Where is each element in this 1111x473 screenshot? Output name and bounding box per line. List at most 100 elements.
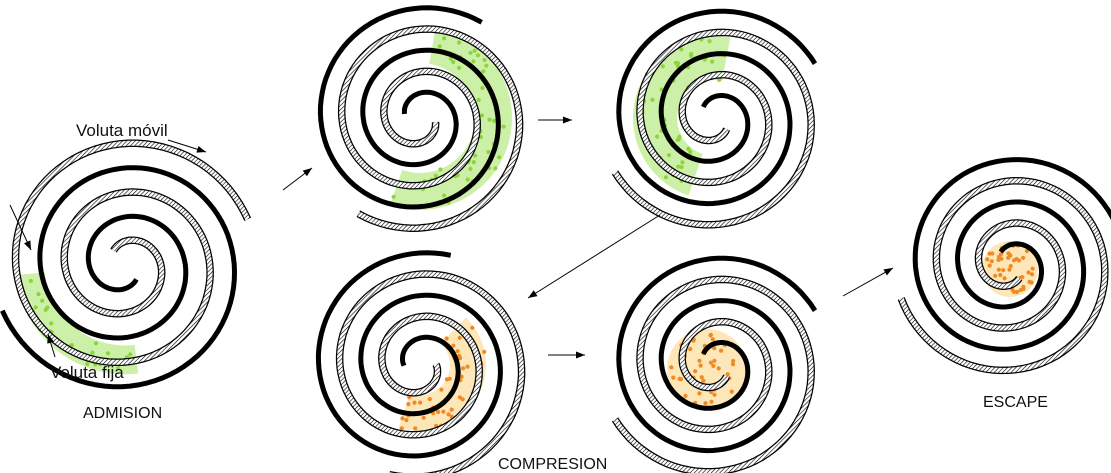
- compressed-gas-dot: [412, 401, 416, 405]
- intake-gas-dot: [676, 165, 680, 169]
- intake-gas-dot: [476, 53, 480, 57]
- intake-gas-dot: [487, 118, 491, 122]
- compressed-gas-dot: [1031, 267, 1035, 271]
- intake-gas-dot: [457, 40, 461, 44]
- compressed-gas-dot: [988, 264, 992, 268]
- compressed-gas-dot: [439, 388, 443, 392]
- intake-gas-dot: [29, 279, 33, 283]
- intake-gas-dot: [708, 39, 712, 43]
- intake-gas-dot: [661, 64, 665, 68]
- compressed-gas-dot: [1003, 276, 1007, 280]
- compressed-gas-dot: [1007, 268, 1011, 272]
- compressed-gas-dot: [461, 397, 465, 401]
- scroll-set-compression-1: [318, 253, 521, 473]
- compressed-gas-dot: [1009, 264, 1013, 268]
- intake-gas-dot: [49, 321, 53, 325]
- intake-gas-dot: [94, 341, 98, 345]
- compressed-gas-dot: [445, 377, 449, 381]
- intake-gas-dot: [664, 175, 668, 179]
- compressed-gas-dot: [458, 336, 462, 340]
- intake-gas-dot: [480, 113, 484, 117]
- compressed-gas-dot: [1006, 251, 1010, 255]
- scroll-set-compression-2: [615, 258, 815, 472]
- compressed-gas-dot: [445, 336, 449, 340]
- compressed-gas-dot: [699, 364, 703, 368]
- intake-gas-dot: [676, 138, 680, 142]
- compressed-gas-dot: [679, 377, 683, 381]
- scroll-set-exhaust: [901, 160, 1111, 371]
- compressed-gas-dot: [482, 350, 486, 354]
- compressed-gas-dot: [441, 410, 445, 414]
- intake-gas-dot: [90, 351, 94, 355]
- intake-gas-dot: [34, 305, 38, 309]
- intake-gas-dot: [472, 160, 476, 164]
- compressed-gas-dot: [688, 347, 692, 351]
- compressed-gas-dot: [711, 364, 715, 368]
- compressed-gas-dot: [413, 426, 417, 430]
- compressed-gas-dot: [700, 375, 704, 379]
- intake-gas-dot: [128, 352, 132, 356]
- compressed-gas-dot: [997, 255, 1001, 259]
- intake-gas-dot: [502, 125, 506, 129]
- intake-gas-dot: [392, 195, 396, 199]
- intake-gas-dot: [468, 51, 472, 55]
- intake-gas-dot: [471, 59, 475, 63]
- compressed-gas-dot: [703, 401, 707, 405]
- intake-gas-dot: [650, 98, 654, 102]
- intake-gas-dot: [481, 69, 485, 73]
- scroll-set-intake-3: [615, 11, 815, 225]
- compression-stage-label: COMPRESION: [498, 456, 607, 473]
- intake-gas-dot: [438, 167, 442, 171]
- intake-gas-dot: [473, 49, 477, 53]
- compressed-gas-dot: [730, 390, 734, 394]
- flow-arrow: [528, 215, 660, 298]
- compressed-gas-dot: [990, 251, 994, 255]
- compressed-gas-dot: [466, 365, 470, 369]
- intake-gas-dot: [497, 155, 501, 159]
- intake-gas-dot: [438, 44, 442, 48]
- intake-gas-dot: [468, 167, 472, 171]
- intake-gas-dot: [689, 54, 693, 58]
- intake-gas-dot: [442, 36, 446, 40]
- compressed-gas-dot: [726, 372, 730, 376]
- intake-gas-dot: [710, 60, 714, 64]
- intake-gas-dot: [674, 61, 678, 65]
- intake-gas-dot: [36, 292, 40, 296]
- compressed-gas-dot: [693, 369, 697, 373]
- compressed-gas-dot: [406, 402, 410, 406]
- intake-gas-dot: [686, 147, 690, 151]
- intake-stage-label: ADMISION: [83, 405, 162, 422]
- compressed-gas-dot: [709, 333, 713, 337]
- compressed-gas-dot: [997, 268, 1001, 272]
- compressed-gas-dot: [1030, 272, 1034, 276]
- flow-arrow: [548, 352, 585, 359]
- compressed-gas-dot: [470, 326, 474, 330]
- compressed-gas-dot: [400, 416, 404, 420]
- compressed-gas-dot: [711, 337, 715, 341]
- intake-gas-dot: [451, 60, 455, 64]
- compressed-gas-dot: [709, 400, 713, 404]
- exhaust-stage-label: ESCAPE: [983, 394, 1048, 411]
- compressed-gas-dot: [671, 376, 675, 380]
- compressed-gas-dot: [990, 259, 994, 263]
- compressed-gas-dot: [669, 365, 673, 369]
- intake-gas-dot: [680, 160, 684, 164]
- intake-gas-dot: [473, 154, 477, 158]
- compressed-gas-dot: [418, 401, 422, 405]
- intake-gas-dot: [40, 299, 44, 303]
- intake-gas-dot: [667, 153, 671, 157]
- compressed-gas-dot: [428, 397, 432, 401]
- intake-gas-dot: [493, 166, 497, 170]
- intake-gas-dot: [477, 98, 481, 102]
- compressed-gas-dot: [697, 391, 701, 395]
- compressed-gas-dot: [422, 416, 426, 420]
- compressed-gas-dot: [717, 366, 721, 370]
- compressed-gas-dot: [712, 393, 716, 397]
- compressed-gas-dot: [456, 349, 460, 353]
- intake-gas-dot: [482, 58, 486, 62]
- fixed-scroll-label: Voluta fija: [50, 363, 124, 382]
- intake-gas-dot: [486, 150, 490, 154]
- compressed-gas-dot: [731, 362, 735, 366]
- intake-gas-dot: [457, 66, 461, 70]
- intake-gas-dot: [655, 135, 659, 139]
